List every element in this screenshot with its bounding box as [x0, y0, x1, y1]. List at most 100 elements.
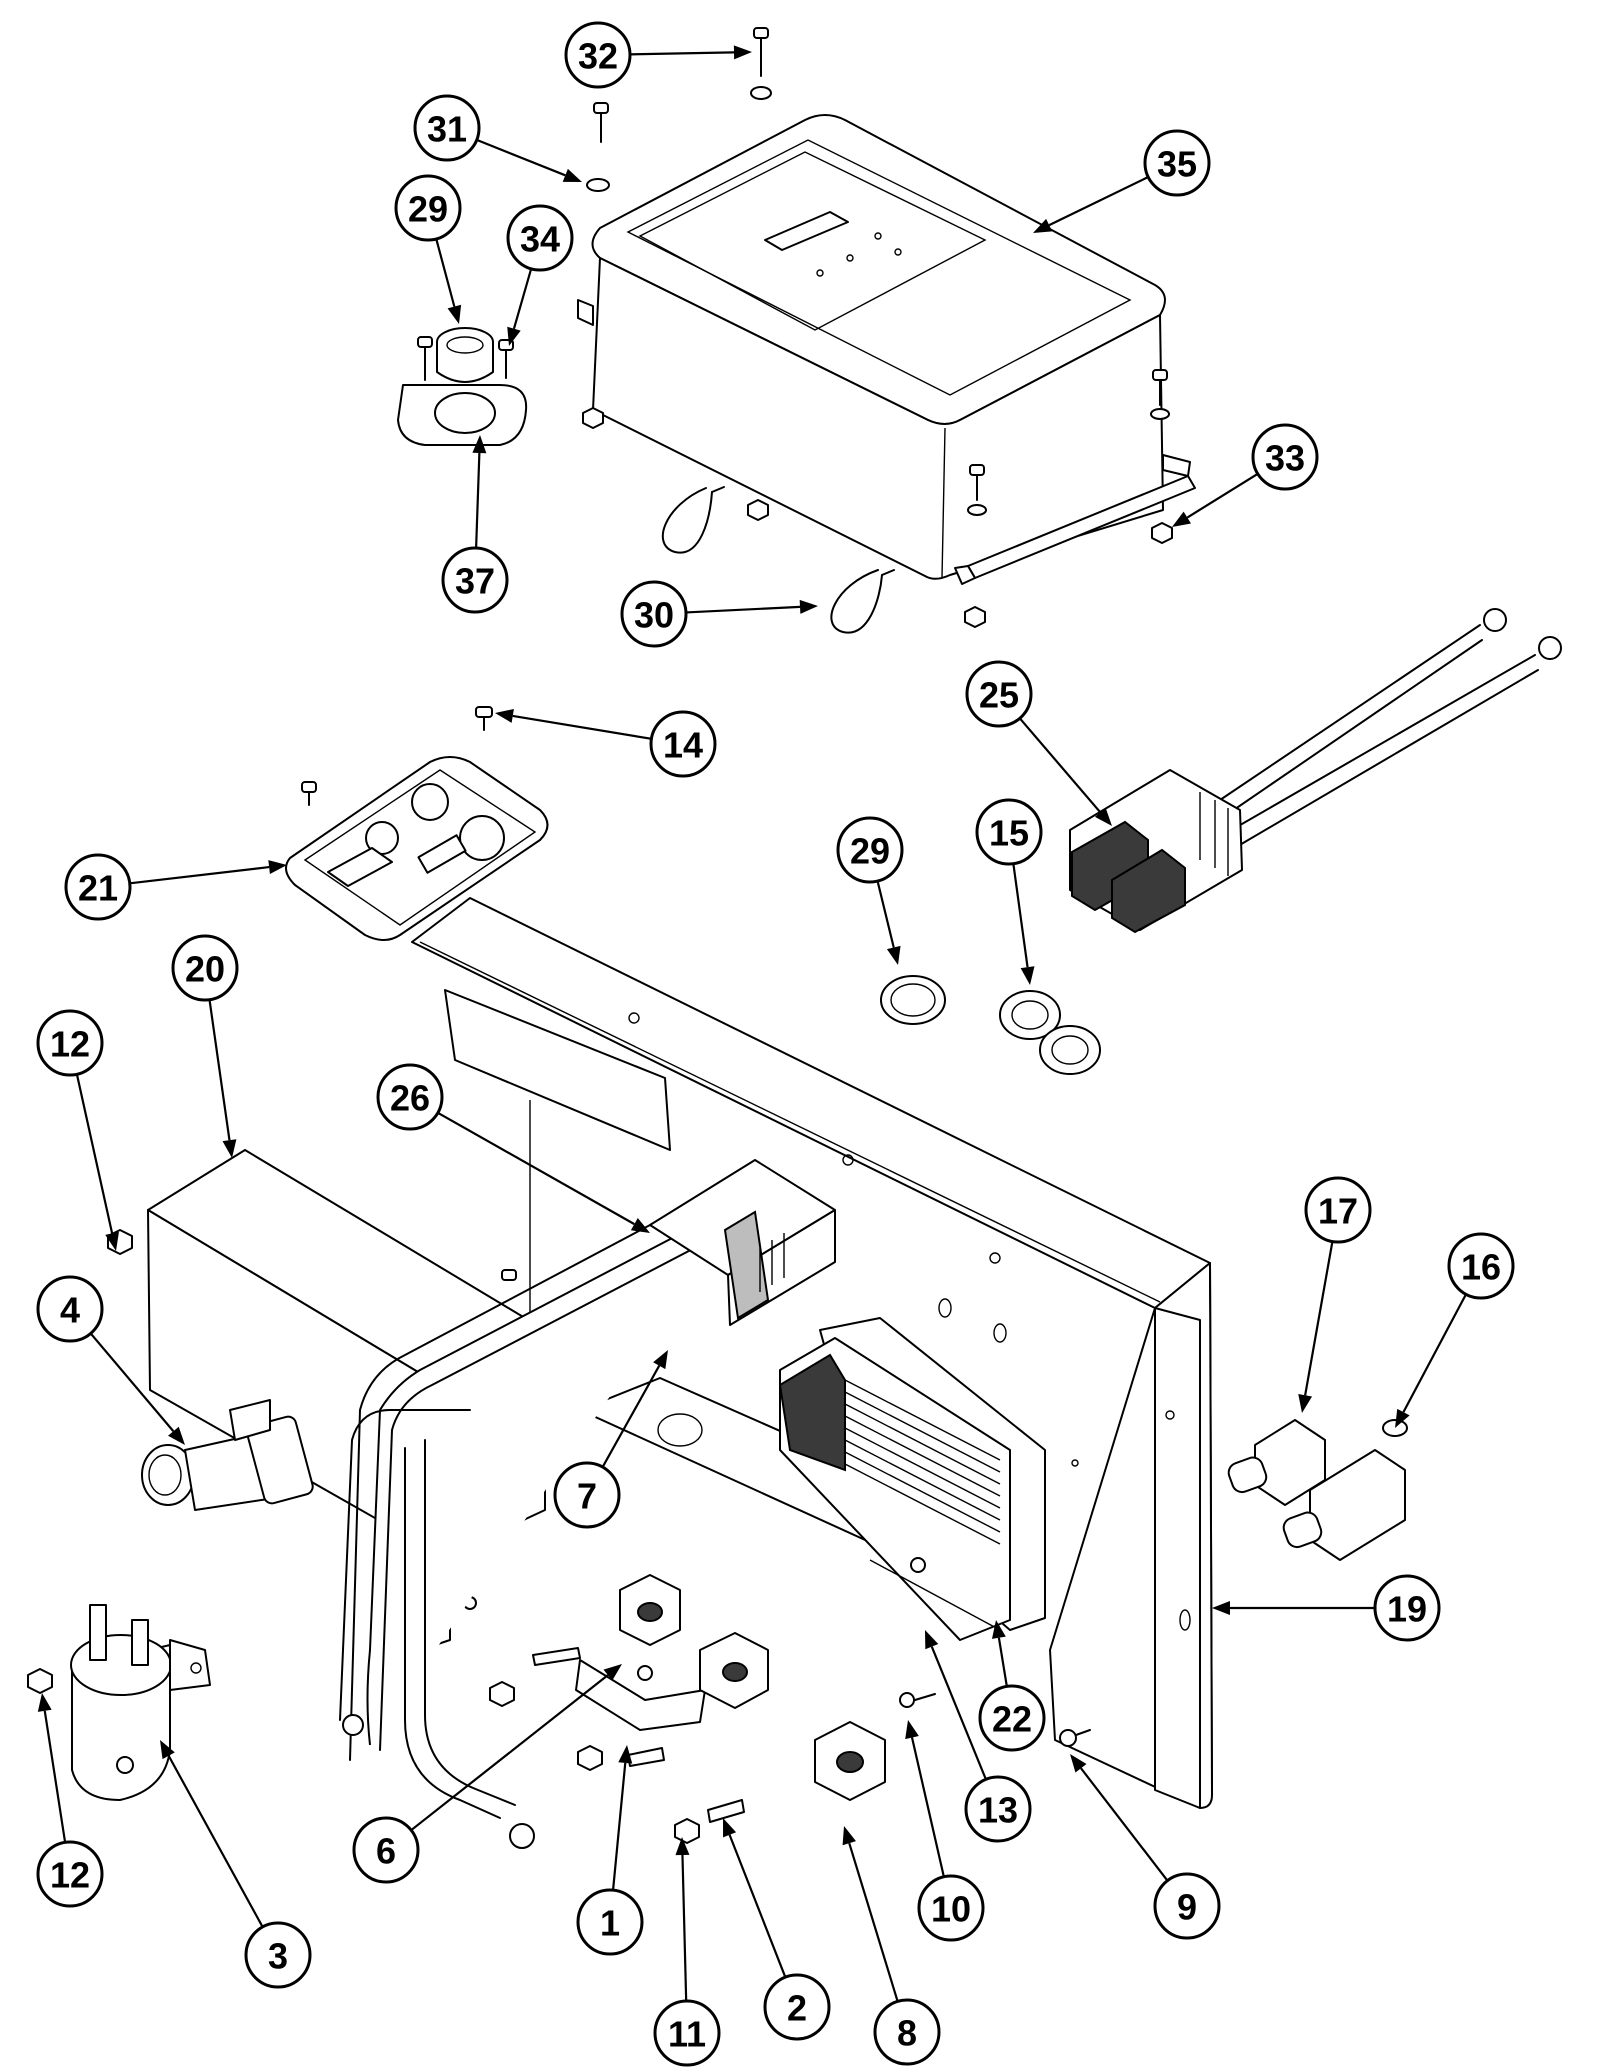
arrow-head	[723, 1818, 737, 1838]
callout-8: 8	[842, 1826, 941, 2066]
callout-34: 34	[506, 204, 574, 346]
leader-line	[89, 1332, 175, 1432]
leader-line	[435, 238, 456, 307]
callout-2: 2	[723, 1818, 831, 2041]
arrow-head	[925, 1630, 939, 1650]
balloon-circle	[763, 1973, 831, 2041]
balloon-circle	[873, 1998, 941, 2066]
balloon-circle	[1143, 129, 1211, 197]
balloon-circle	[653, 1999, 721, 2067]
callout-30: 30	[620, 580, 818, 648]
leader-line	[1018, 717, 1102, 814]
balloon-label: 7	[577, 1476, 597, 1517]
callout-25: 25	[965, 660, 1112, 826]
callout-11: 11	[653, 1837, 721, 2067]
balloon-label: 20	[185, 949, 225, 990]
balloon-circle	[441, 546, 509, 614]
arrow-head	[1298, 1394, 1313, 1413]
leader-line	[75, 1074, 114, 1234]
toggle-switches	[1227, 1419, 1408, 1561]
arrow-head	[991, 1620, 1006, 1639]
arrow-head	[1395, 1408, 1410, 1428]
callout-7: 7	[553, 1350, 668, 1529]
leader-line	[910, 1737, 945, 1878]
arrow-head	[1070, 1754, 1087, 1773]
arrow-head	[562, 168, 582, 182]
arrow-head	[733, 45, 752, 60]
callout-6: 6	[352, 1664, 622, 1884]
callout-32: 32	[564, 21, 752, 89]
balloon-circle	[244, 1921, 312, 1989]
arrow-head	[603, 1664, 622, 1681]
callout-9: 9	[1070, 1754, 1221, 1940]
balloon-circle	[576, 1888, 644, 1956]
leader-line	[1186, 472, 1259, 519]
balloon-label: 15	[989, 813, 1029, 854]
arrow-head	[268, 860, 287, 875]
leader-line	[685, 605, 801, 614]
balloon-circle	[1304, 1176, 1372, 1244]
balloon-circle	[649, 710, 717, 778]
leader-line	[512, 268, 533, 330]
balloon-circle	[836, 816, 904, 884]
balloon-label: 4	[60, 1290, 80, 1331]
balloon-label: 31	[427, 109, 467, 150]
leader-line	[848, 1842, 899, 2002]
balloon-circle	[1153, 1872, 1221, 1940]
leader-line	[208, 999, 231, 1141]
balloon-circle	[564, 21, 632, 89]
charging-receptacle	[397, 327, 528, 446]
arrow-head	[886, 945, 901, 965]
balloon-circle	[964, 1775, 1032, 1843]
balloon-label: 21	[78, 868, 118, 909]
solenoid-contactor	[70, 1604, 211, 1801]
arrow-head	[905, 1720, 919, 1740]
balloon-label: 32	[578, 36, 618, 77]
arrow-head	[447, 304, 462, 324]
arrow-head	[472, 435, 487, 454]
balloon-label: 17	[1318, 1191, 1358, 1232]
balloon-label: 26	[390, 1078, 430, 1119]
balloon-label: 1	[600, 1903, 620, 1944]
balloon-circle	[1373, 1574, 1441, 1642]
leader-line	[876, 880, 895, 948]
balloon-circle	[975, 798, 1043, 866]
emergency-switch	[141, 1399, 314, 1511]
arrow-head	[495, 709, 514, 723]
balloon-circle	[64, 853, 132, 921]
callout-13: 13	[925, 1630, 1032, 1843]
balloon-circle	[36, 1840, 104, 1908]
balloon-label: 9	[1177, 1887, 1197, 1928]
balloon-circle	[36, 1009, 104, 1077]
callout-14: 14	[495, 709, 717, 778]
arrow-head	[507, 326, 521, 346]
control-panel	[285, 706, 549, 941]
arrow-head	[630, 1218, 650, 1233]
arrow-head	[618, 1745, 633, 1764]
arrow-head	[842, 1826, 856, 1846]
leader-line	[476, 138, 566, 177]
balloon-label: 33	[1265, 438, 1305, 479]
balloon-label: 37	[455, 561, 495, 602]
balloon-label: 8	[897, 2013, 917, 2054]
balloon-circle	[965, 660, 1033, 728]
callout-3: 3	[160, 1740, 312, 1989]
balloon-label: 12	[50, 1855, 90, 1896]
balloon-circle	[394, 174, 462, 242]
arrow-head	[168, 1426, 185, 1445]
leader-line	[997, 1637, 1008, 1687]
callout-1: 1	[576, 1745, 644, 1956]
callout-33: 33	[1172, 423, 1319, 527]
arrow-head	[675, 1837, 690, 1856]
balloon-label: 29	[850, 831, 890, 872]
arrow-head	[1033, 218, 1053, 233]
charger-module	[778, 1317, 1046, 1641]
leader-line	[475, 452, 481, 549]
arrow-head	[799, 599, 818, 614]
leader-line	[129, 865, 270, 885]
balloon-circle	[376, 1063, 444, 1131]
leader-line	[1012, 863, 1029, 968]
battery-cable-connector	[1069, 608, 1562, 934]
callout-17: 17	[1298, 1176, 1372, 1413]
callout-35: 35	[1033, 129, 1211, 233]
